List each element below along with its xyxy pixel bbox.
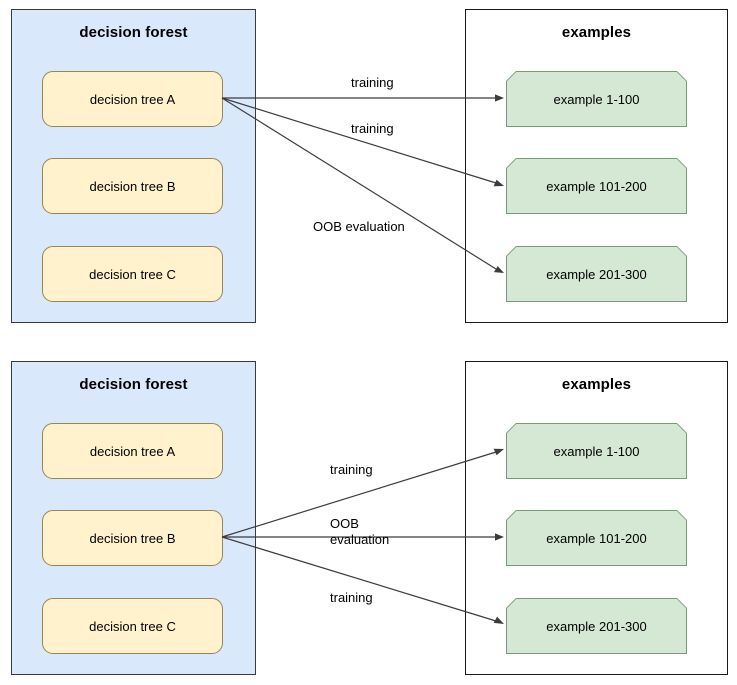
decision-tree-label: decision tree B — [89, 530, 176, 546]
decision-tree-label: decision tree C — [89, 266, 176, 282]
example-label: example 201-300 — [546, 266, 647, 282]
example-label: example 101-200 — [546, 178, 647, 194]
example-box-1-100[interactable]: example 1-100 — [506, 423, 687, 479]
examples-title: examples — [561, 376, 632, 393]
examples-container: examples example 1-100 example 101-200 e… — [465, 361, 728, 675]
example-box-1-100[interactable]: example 1-100 — [506, 71, 687, 127]
example-label: example 1-100 — [553, 91, 640, 107]
examples-title: examples — [561, 24, 632, 41]
decision-forest-container: decision forest decision tree A decision… — [11, 9, 256, 323]
edge-label-training-2: training — [351, 121, 394, 136]
edge-arrow-training-2 — [221, 536, 504, 624]
example-box-101-200[interactable]: example 101-200 — [506, 510, 687, 566]
decision-tree-label: decision tree C — [89, 618, 176, 634]
decision-tree-box-b[interactable]: decision tree B — [42, 158, 223, 214]
decision-tree-box-a[interactable]: decision tree A — [42, 71, 223, 127]
example-box-101-200[interactable]: example 101-200 — [506, 158, 687, 214]
edge-arrow-training-2 — [221, 97, 504, 187]
decision-tree-label: decision tree A — [89, 443, 176, 459]
edge-label-oob-evaluation: OOB evaluation — [313, 219, 405, 234]
example-label: example 1-100 — [553, 443, 640, 459]
edge-label-training-2: training — [330, 590, 373, 605]
example-label: example 101-200 — [546, 530, 647, 546]
decision-tree-label: decision tree B — [89, 178, 176, 194]
decision-tree-box-c[interactable]: decision tree C — [42, 598, 223, 654]
edge-arrow-training-1 — [222, 94, 504, 102]
example-box-201-300[interactable]: example 201-300 — [506, 598, 687, 654]
examples-container: examples example 1-100 example 101-200 e… — [465, 9, 728, 323]
decision-forest-title: decision forest — [79, 376, 188, 393]
decision-tree-box-b[interactable]: decision tree B — [42, 510, 223, 566]
decision-forest-title: decision forest — [79, 24, 188, 41]
edge-label-oob-evaluation: OOB evaluation — [330, 516, 390, 548]
diagram-panel-top: decision forest decision tree A decision… — [0, 0, 737, 333]
diagram-panel-bottom: decision forest decision tree A decision… — [0, 352, 737, 685]
edge-label-training-1: training — [351, 75, 394, 90]
edge-label-training-1: training — [330, 462, 373, 477]
example-label: example 201-300 — [546, 618, 647, 634]
decision-tree-box-a[interactable]: decision tree A — [42, 423, 223, 479]
decision-tree-box-c[interactable]: decision tree C — [42, 246, 223, 302]
decision-tree-label: decision tree A — [89, 91, 176, 107]
example-box-201-300[interactable]: example 201-300 — [506, 246, 687, 302]
decision-forest-container: decision forest decision tree A decision… — [11, 361, 256, 675]
